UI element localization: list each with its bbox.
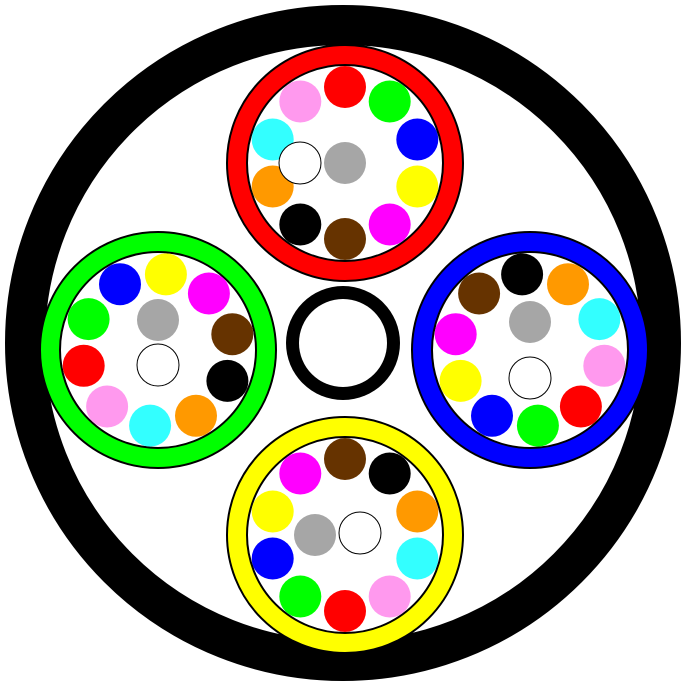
fiber-left-8	[86, 385, 129, 428]
fiber-right-3	[583, 344, 626, 387]
fiber-top-7	[279, 203, 322, 246]
fiber-left-1	[99, 263, 141, 306]
fiber-bottom-5	[368, 575, 411, 618]
fiber-bottom-4	[396, 537, 439, 580]
fiber-left-4	[211, 313, 254, 356]
fiber-left-center-1	[137, 299, 179, 341]
fiber-right-center-2	[509, 301, 551, 343]
fiber-right-6	[471, 394, 513, 437]
fiber-bottom-2	[368, 452, 411, 495]
fiber-right-10	[501, 253, 544, 296]
fiber-left-3	[187, 272, 230, 315]
fiber-top-10	[279, 80, 322, 123]
central-member-core	[299, 299, 387, 387]
fiber-right-7	[439, 359, 482, 402]
fiber-right-9	[458, 272, 501, 315]
buffer-tube-right	[411, 231, 649, 469]
fiber-left-5	[206, 359, 249, 402]
fiber-right-8	[434, 313, 477, 356]
fiber-right-2	[578, 298, 621, 341]
buffer-tube-left	[39, 231, 277, 469]
fiber-top-1	[324, 66, 366, 108]
fiber-right-4	[559, 385, 602, 428]
fiber-bottom-1	[324, 438, 366, 480]
fiber-top-6	[324, 218, 366, 260]
fiber-top-4	[396, 165, 439, 208]
buffer-tube-bottom	[226, 416, 464, 654]
fiber-left-2	[144, 253, 187, 296]
fiber-top-2	[368, 80, 411, 123]
fiber-top-center-2	[278, 141, 322, 185]
fiber-bottom-center-1	[294, 514, 336, 556]
fiber-bottom-6	[324, 590, 366, 632]
fiber-bottom-9	[251, 490, 294, 533]
fiber-left-9	[62, 344, 105, 387]
fiber-bottom-8	[251, 537, 294, 580]
fiber-left-10	[67, 298, 110, 341]
buffer-tubes	[39, 44, 649, 654]
fiber-bottom-3	[396, 490, 439, 533]
fiber-bottom-7	[279, 575, 322, 618]
fiber-top-3	[396, 118, 439, 161]
fiber-left-center-2	[136, 343, 180, 387]
fiber-right-5	[516, 404, 559, 447]
fiber-right-1	[547, 263, 589, 306]
fiber-top-5	[368, 203, 411, 246]
fiber-top-center-1	[324, 142, 366, 184]
fiber-left-6	[175, 394, 217, 437]
fiber-left-7	[129, 404, 172, 447]
fiber-right-center-1	[508, 356, 552, 400]
fiber-bottom-center-2	[338, 511, 382, 555]
central-strength-member	[286, 286, 400, 400]
fiber-bottom-10	[279, 452, 322, 495]
buffer-tube-top	[226, 44, 464, 282]
